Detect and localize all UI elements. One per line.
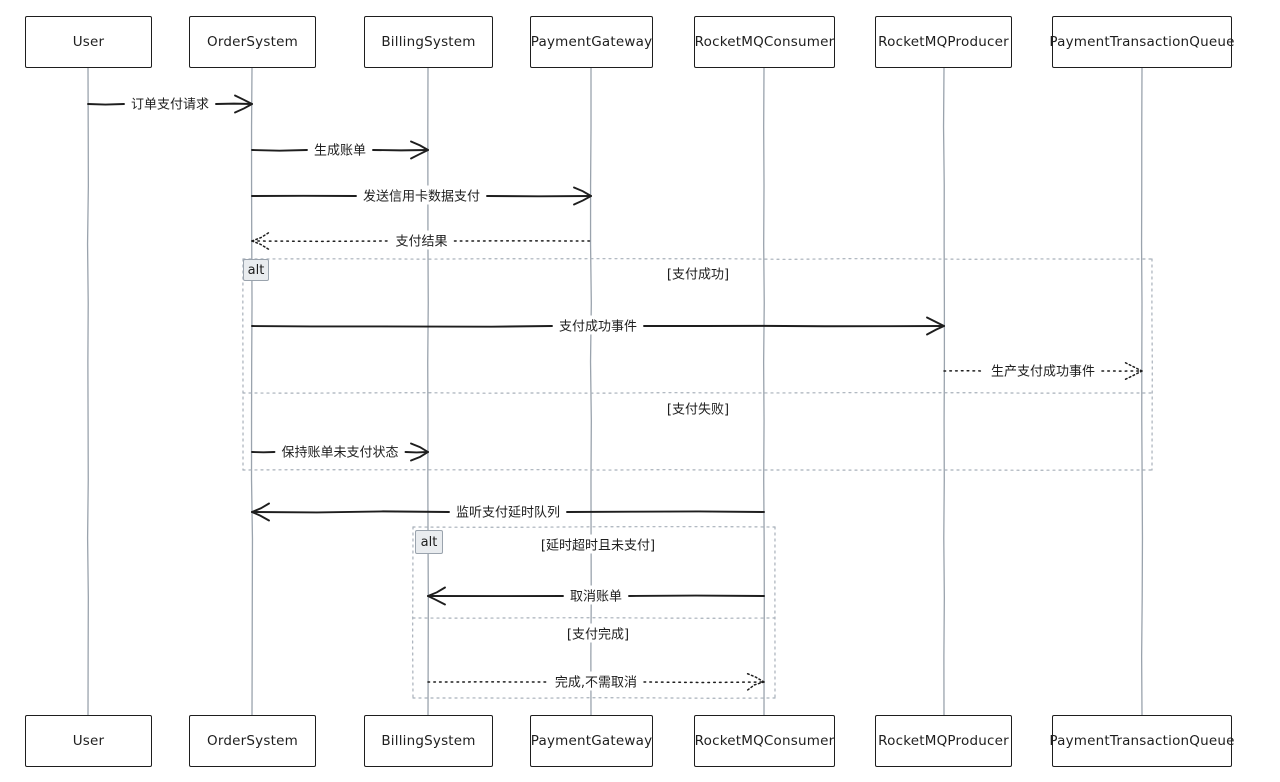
message-m1[interactable] (87, 94, 253, 114)
lifeline-consumer (762, 67, 765, 716)
message-label-m3: 发送信用卡数据支付 (357, 185, 486, 205)
participant-label-order: OrderSystem (207, 34, 298, 50)
lifeline-producer (942, 67, 946, 716)
participant-box-producer-bottom[interactable]: RocketMQProducer (875, 715, 1012, 767)
fragment-tag-frag1[interactable]: alt (243, 259, 269, 281)
message-label-m9: 取消账单 (564, 585, 628, 605)
message-m8[interactable] (251, 502, 765, 522)
participant-box-user-bottom[interactable]: User (25, 715, 152, 767)
fragment-condition-frag2-1: [支付完成] (562, 623, 634, 643)
participant-label-user: User (72, 34, 105, 50)
participant-box-queue-top[interactable]: PaymentTransactionQueue (1049, 16, 1235, 68)
participant-box-user-top[interactable]: User (25, 16, 152, 68)
participant-label-gateway: PaymentGateway (530, 733, 653, 749)
participant-label-queue: PaymentTransactionQueue (1049, 733, 1235, 749)
participant-label-producer: RocketMQProducer (878, 733, 1009, 749)
participant-box-order-top[interactable]: OrderSystem (189, 16, 316, 68)
lifeline-billing (427, 67, 429, 716)
participant-box-consumer-top[interactable]: RocketMQConsumer (694, 16, 835, 68)
fragment-condition-frag2-0: [延时超时且未支付] (536, 534, 660, 554)
participant-label-producer: RocketMQProducer (878, 34, 1009, 50)
message-m3[interactable] (251, 186, 592, 206)
participant-box-queue-bottom[interactable]: PaymentTransactionQueue (1049, 715, 1235, 767)
message-m10[interactable] (427, 672, 765, 692)
participant-label-consumer: RocketMQConsumer (694, 34, 835, 50)
message-label-m5: 支付成功事件 (553, 315, 643, 335)
participant-label-queue: PaymentTransactionQueue (1049, 34, 1235, 50)
participant-label-gateway: PaymentGateway (530, 34, 653, 50)
participant-label-order: OrderSystem (207, 733, 298, 749)
message-label-m6: 生产支付成功事件 (985, 360, 1101, 380)
message-m2[interactable] (251, 140, 429, 160)
participant-box-consumer-bottom[interactable]: RocketMQConsumer (694, 715, 835, 767)
participant-label-billing: BillingSystem (381, 34, 476, 50)
fragment-frag2 (412, 526, 776, 699)
participant-box-producer-top[interactable]: RocketMQProducer (875, 16, 1012, 68)
message-m9[interactable] (427, 586, 765, 606)
message-label-m10: 完成,不需取消 (549, 671, 643, 691)
lifeline-queue (1140, 67, 1144, 716)
participant-label-consumer: RocketMQConsumer (694, 733, 835, 749)
fragment-tag-frag2[interactable]: alt (415, 530, 443, 554)
fragment-condition-frag1-1: [支付失败] (662, 398, 734, 418)
lifeline-order (250, 67, 254, 716)
message-m5[interactable] (251, 316, 945, 336)
participant-box-gateway-top[interactable]: PaymentGateway (530, 16, 653, 68)
message-label-m8: 监听支付延时队列 (450, 501, 566, 521)
participant-box-billing-bottom[interactable]: BillingSystem (364, 715, 493, 767)
participant-box-gateway-bottom[interactable]: PaymentGateway (530, 715, 653, 767)
lifeline-user (86, 67, 90, 716)
message-label-m7: 保持账单未支付状态 (276, 441, 404, 461)
participant-box-order-bottom[interactable]: OrderSystem (189, 715, 316, 767)
message-m6[interactable] (943, 361, 1143, 381)
message-m7[interactable] (251, 442, 429, 462)
participant-box-billing-top[interactable]: BillingSystem (364, 16, 493, 68)
participant-label-user: User (72, 733, 105, 749)
message-label-m4: 支付结果 (390, 230, 453, 250)
participant-label-billing: BillingSystem (381, 733, 476, 749)
message-m4[interactable] (251, 231, 592, 251)
message-label-m1: 订单支付请求 (125, 93, 215, 113)
fragment-condition-frag1-0: [支付成功] (662, 263, 734, 283)
fragment-frag1 (242, 258, 1153, 471)
lifeline-gateway (589, 67, 592, 716)
message-label-m2: 生成账单 (308, 139, 372, 159)
